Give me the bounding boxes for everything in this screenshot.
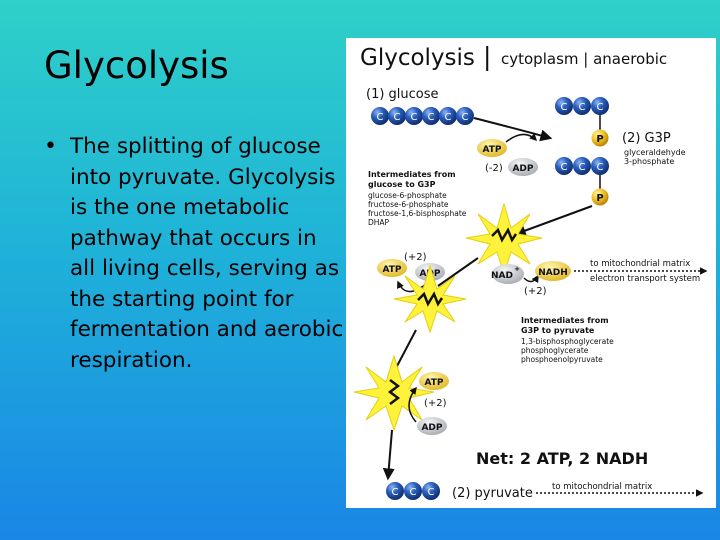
atp-token: ATP [477, 139, 507, 157]
arrow-atp-gain-lower [408, 386, 417, 423]
svg-text:glucose to G3P: glucose to G3P [368, 180, 436, 189]
reaction-starburst [465, 202, 543, 276]
nad-token: NAD + [491, 264, 524, 284]
carbon-atom: C [422, 107, 440, 125]
carbon-atom: C [422, 482, 440, 500]
arrow-lower [395, 329, 417, 369]
svg-text:C: C [377, 112, 384, 123]
svg-text:C: C [428, 112, 435, 123]
svg-text:Intermediates from: Intermediates from [521, 316, 609, 325]
pyruvate-molecule: C C C [386, 482, 440, 500]
net-yield: Net: 2 ATP, 2 NADH [476, 449, 648, 468]
svg-text:glucose-6-phosphate: glucose-6-phosphate [368, 191, 447, 200]
slide-title: Glycolysis [44, 44, 229, 87]
svg-text:C: C [392, 487, 399, 498]
svg-text:C: C [597, 102, 604, 113]
g3p-molecule: C C C P [555, 97, 609, 147]
reaction-starburst [393, 264, 467, 334]
svg-text:C: C [410, 487, 417, 498]
adp-token: ADP [508, 158, 538, 176]
adp-token: ADP [417, 417, 447, 435]
svg-text:C: C [411, 112, 418, 123]
g3p-desc-1: glyceraldehyde [624, 148, 686, 157]
svg-text:C: C [579, 102, 586, 113]
svg-text:phosphoglycerate: phosphoglycerate [521, 346, 589, 355]
svg-text:ATP: ATP [482, 145, 501, 155]
carbon-atom: C [555, 97, 573, 115]
carbon-atom: C [388, 107, 406, 125]
diagram-subtitle: cytoplasm | anaerobic [501, 50, 667, 68]
svg-text:phosphoenolpyruvate: phosphoenolpyruvate [521, 355, 603, 364]
svg-text:fructose-1,6-bisphosphate: fructose-1,6-bisphosphate [368, 209, 467, 218]
carbon-atom: C [591, 97, 609, 115]
carbon-atom: C [456, 107, 474, 125]
svg-text:C: C [561, 162, 568, 173]
svg-text:C: C [579, 162, 586, 173]
svg-text:NAD: NAD [491, 271, 513, 281]
svg-text:fructose-6-phosphate: fructose-6-phosphate [368, 200, 449, 209]
nadh-plus-2: (+2) [524, 286, 547, 297]
carbon-atom: C [573, 97, 591, 115]
arrow-to-pyruvate [382, 429, 395, 481]
carbon-atom: C [405, 107, 423, 125]
svg-text:ATP: ATP [424, 378, 443, 388]
header-divider: | [483, 42, 491, 71]
nadh-token: NADH [535, 261, 571, 281]
svg-text:C: C [561, 102, 568, 113]
phosphate-group: P [591, 188, 609, 206]
svg-text:P: P [596, 193, 603, 204]
carbon-atom: C [371, 107, 389, 125]
arrow-mid [437, 257, 479, 287]
atp-token: ATP [377, 259, 407, 277]
carbon-atom: C [555, 157, 573, 175]
arrow-nad [523, 274, 539, 284]
svg-text:ADP: ADP [421, 423, 442, 433]
arrow-g3p-down [513, 205, 593, 237]
arrow-atp-in [505, 133, 538, 143]
atp-token: ATP [419, 372, 449, 390]
bullet-list: • The splitting of glucose into pyruvate… [44, 132, 344, 376]
svg-text:ATP: ATP [382, 265, 401, 275]
to-mito-label-2: electron transport system [590, 274, 700, 284]
svg-text:C: C [428, 487, 435, 498]
arrow-glucose-to-g3p [473, 117, 553, 142]
intermediates-g3p-pyruvate: Intermediates from G3P to pyruvate 1,3-b… [521, 316, 614, 364]
diagram-heading: Glycolysis [360, 45, 475, 71]
reaction-starburst [353, 354, 435, 432]
svg-text:G3P to pyruvate: G3P to pyruvate [521, 326, 595, 335]
carbon-atom: C [591, 157, 609, 175]
svg-text:C: C [462, 112, 469, 123]
to-mito-label-1: to mitochondrial matrix [590, 259, 690, 269]
svg-text:ADP: ADP [512, 164, 533, 174]
pyruvate-label: (2) pyruvate [452, 486, 533, 501]
g3p-molecule: C C C P [555, 157, 609, 206]
bullet-marker: • [44, 134, 57, 159]
svg-text:P: P [596, 134, 603, 145]
svg-text:1,3-bisphosphoglycerate: 1,3-bisphosphoglycerate [521, 337, 614, 346]
atp-plus-2-upper: (+2) [404, 252, 427, 263]
arrow-atp-gain-upper [397, 280, 427, 293]
glycolysis-diagram: Glycolysis | cytoplasm | anaerobic (1) g… [346, 38, 716, 508]
atp-plus-2-lower: (+2) [424, 398, 447, 409]
svg-text:Intermediates from: Intermediates from [368, 170, 456, 179]
g3p-label: (2) G3P [622, 131, 671, 146]
intermediates-glucose-g3p: Intermediates from glucose to G3P glucos… [368, 170, 467, 227]
glucose-label: (1) glucose [366, 87, 439, 102]
phosphate-group: P [591, 129, 609, 147]
carbon-atom: C [386, 482, 404, 500]
bullet-text: The splitting of glucose into pyruvate. … [70, 134, 344, 373]
svg-text:C: C [394, 112, 401, 123]
g3p-desc-2: 3-phosphate [624, 157, 674, 166]
carbon-atom: C [439, 107, 457, 125]
carbon-atom: C [404, 482, 422, 500]
svg-text:C: C [597, 162, 604, 173]
carbon-atom: C [573, 157, 591, 175]
to-mito-label-3: to mitochondrial matrix [552, 482, 652, 492]
atp-minus-2: (-2) [485, 163, 503, 174]
svg-text:C: C [445, 112, 452, 123]
svg-text:+: + [514, 265, 520, 273]
svg-text:NADH: NADH [538, 268, 568, 278]
svg-text:DHAP: DHAP [368, 218, 390, 227]
glucose-molecule: C C C C C C [371, 107, 474, 125]
